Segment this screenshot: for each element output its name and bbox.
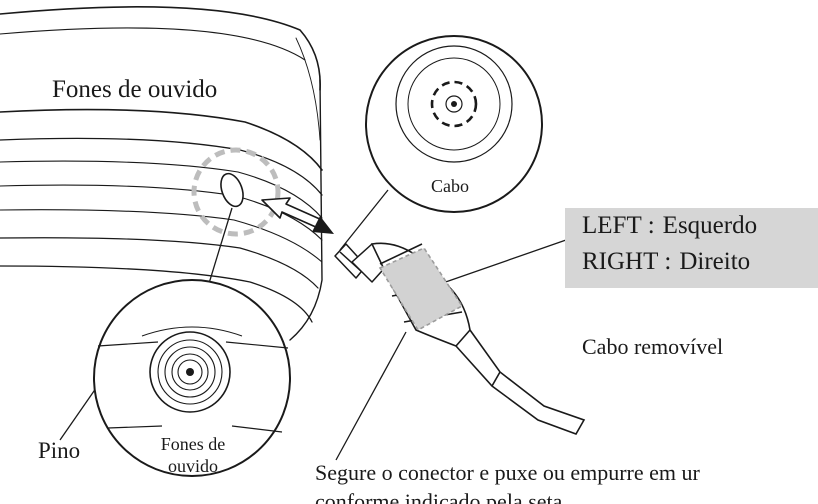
socket-highlight-ring: [191, 147, 281, 237]
cable-end-zoom: [365, 35, 543, 213]
connector-grip-highlight: [378, 246, 464, 332]
instruction-line-2: conforme indicado pela seta.: [315, 489, 568, 504]
right-row: RIGHT: Direito: [582, 248, 750, 276]
socket-zoom: [93, 279, 291, 477]
left-separator: :: [647, 212, 655, 239]
right-key: RIGHT: [582, 248, 659, 275]
instruction-text: Segure o conector e puxe ou empurre em u…: [315, 458, 700, 504]
left-row: LEFT: Esquerdo: [582, 212, 757, 240]
left-key: LEFT: [582, 212, 642, 239]
instruction-line-1: Segure o conector e puxe ou empurre em u…: [315, 460, 700, 485]
direction-arrow: [261, 197, 334, 234]
pin-label: Pino: [38, 438, 81, 463]
cable-label: Cabo: [431, 176, 469, 196]
removable-cable-label: Cabo removível: [582, 334, 724, 359]
ear-cup-drawing: [0, 1, 323, 360]
headphones-inset-label: Fones de ouvido: [160, 434, 226, 476]
headphones-label: Fones de ouvido: [52, 76, 218, 103]
left-value: Esquerdo: [662, 212, 758, 239]
right-separator: :: [664, 248, 672, 275]
right-value: Direito: [679, 248, 751, 275]
left-right-label-box: LEFT: Esquerdo RIGHT: Direito: [565, 208, 818, 288]
socket-hole: [220, 172, 244, 208]
